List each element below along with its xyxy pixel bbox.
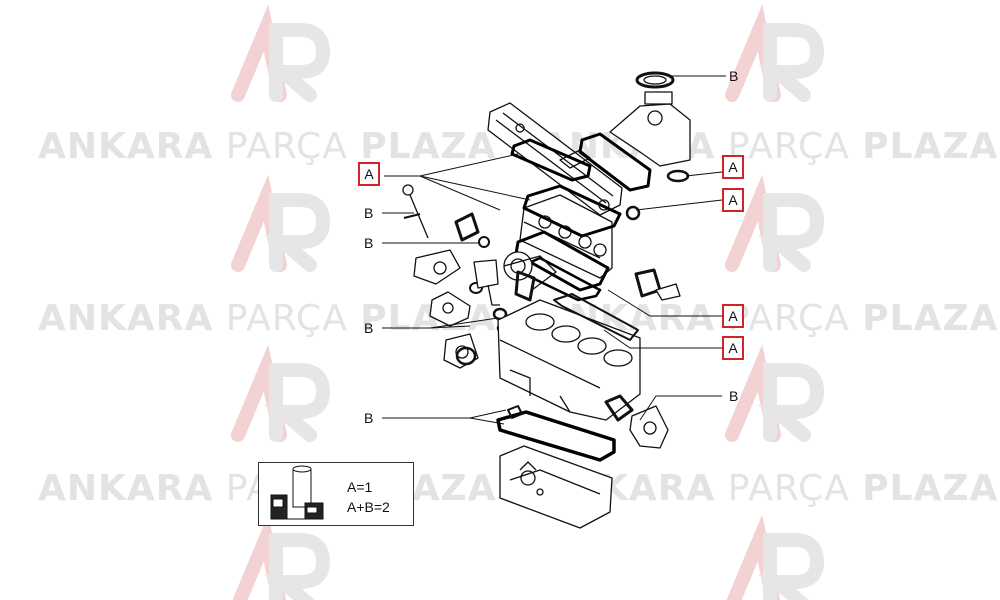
watermark-logo-icon	[231, 4, 331, 102]
watermark-logo-icon	[725, 174, 825, 272]
callout-a-right-4: A	[722, 336, 744, 360]
head-gasket-part	[522, 184, 622, 238]
watermark-text-left: ANKARA PARÇA PLAZA	[38, 126, 497, 167]
callout-b-left-2: B	[364, 235, 374, 251]
callout-b-top-right: B	[729, 68, 739, 84]
callout-b-left-3: B	[364, 320, 374, 336]
callout-a-right-2: A	[722, 188, 744, 212]
leader-lines	[382, 75, 726, 425]
legend-line-ab: A+B=2	[347, 499, 390, 515]
watermark-logo-icon	[231, 174, 331, 272]
callout-a-right-3: A	[722, 304, 744, 328]
watermark-logo-icon	[231, 344, 331, 442]
dipstick-part	[402, 184, 429, 239]
legend-line-a: A=1	[347, 479, 373, 495]
oil-pan-gasket-part	[496, 410, 616, 462]
watermark-logo-icon	[725, 344, 825, 442]
callout-b-left-1: B	[364, 205, 374, 221]
water-pump-part	[503, 251, 557, 291]
thermostat-gasket-part	[454, 212, 480, 242]
manifold-gasket-part	[578, 132, 652, 192]
watermark-logo-icon	[726, 514, 825, 600]
watermark-logo-icon	[232, 514, 331, 600]
callout-b-right-lower: B	[729, 388, 739, 404]
callout-a-right-1: A	[722, 155, 744, 179]
gasket-kit-boxes-icon	[270, 465, 324, 520]
exhaust-manifold-part	[609, 91, 691, 167]
callout-a-left: A	[358, 162, 380, 186]
rear-cover-part	[629, 405, 669, 449]
side-cover-gasket-part	[553, 293, 639, 341]
watermark-logo-icon	[725, 4, 825, 102]
rear-seal-part	[604, 394, 634, 422]
callout-b-left-lower: B	[364, 410, 374, 426]
alternator-bracket-part	[429, 291, 471, 327]
legend-box: A=1 A+B=2	[258, 462, 414, 526]
watermark-text-right: ANKARA PARÇA PLAZA	[540, 298, 999, 339]
top-seal-ring-part	[635, 71, 675, 89]
valve-cover-gasket-part	[510, 138, 592, 182]
oil-pan-part	[499, 445, 613, 529]
watermark-text-left: ANKARA PARÇA PLAZA	[38, 298, 497, 339]
thermostat-housing-part	[413, 249, 461, 285]
engine-block-part	[497, 299, 641, 421]
